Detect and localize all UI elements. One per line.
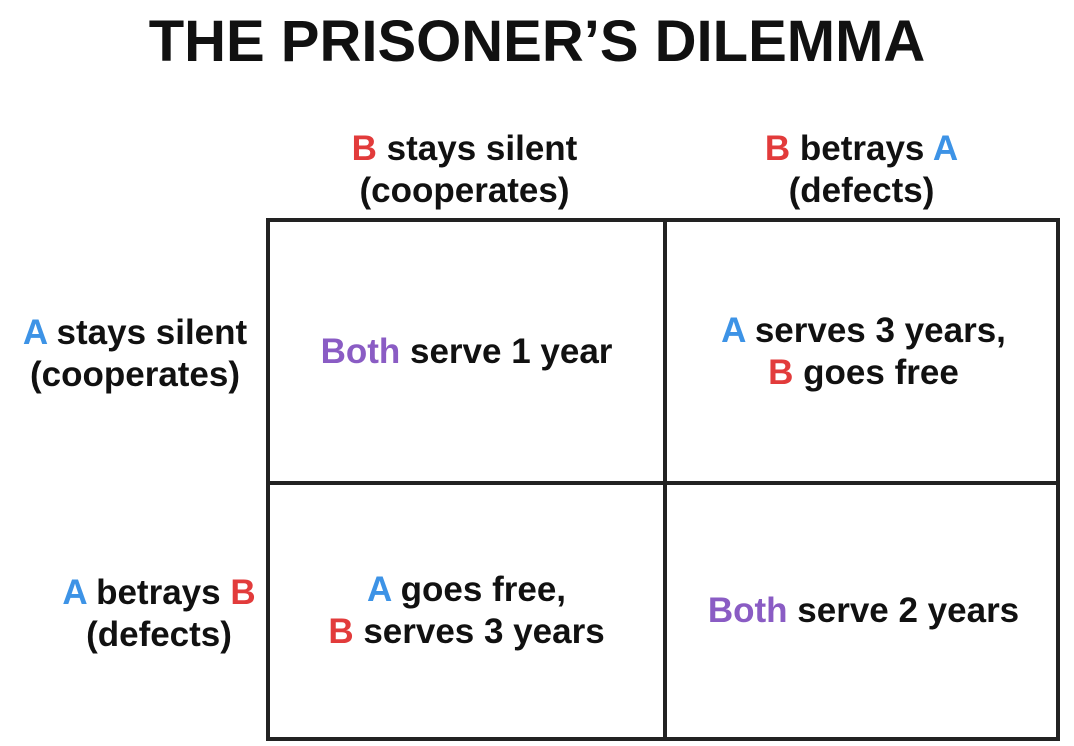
player-b-label: B (764, 129, 791, 168)
header-text: betrays (790, 129, 933, 168)
player-b-label: B (768, 352, 794, 392)
player-a-label: A (22, 313, 47, 352)
cell-outcome-text: serves 3 years, (745, 310, 1006, 350)
column-header-line1: B betrays A (663, 128, 1060, 170)
cell-text-line: Both serve 1 year (321, 331, 613, 373)
column-header-line2: (defects) (788, 171, 935, 210)
player-a-label: A (62, 573, 87, 612)
player-b-label: B (328, 612, 354, 651)
player-a-label: A (366, 570, 391, 609)
row-header-a-betrays: A betrays B (defects) (0, 572, 318, 656)
row-header-a-silent: A stays silent (cooperates) (0, 312, 270, 396)
header-text: betrays (86, 573, 231, 612)
cell-outcome-text: serve 1 year (400, 331, 613, 371)
cell-text-line2: B goes free (721, 352, 1006, 394)
cell-a-silent-b-betrays: A serves 3 years, B goes free (667, 222, 1060, 481)
grid-divider-vertical (663, 222, 667, 737)
cell-both-silent: Both serve 1 year (270, 222, 663, 481)
column-header-b-silent: B stays silent (cooperates) (266, 128, 663, 212)
player-a-label: A (932, 129, 959, 168)
row-header-line2: (defects) (86, 615, 232, 654)
cell-outcome-text: serve 2 years (787, 591, 1020, 630)
cell-text-block: A goes free, B serves 3 years (328, 569, 604, 653)
header-text: stays silent (46, 313, 248, 352)
both-label: Both (707, 591, 788, 630)
row-header-line1: A betrays B (0, 572, 318, 614)
cell-text-line2: B serves 3 years (328, 611, 604, 653)
diagram-title: THE PRISONER’S DILEMMA (148, 9, 926, 74)
cell-outcome-text: serves 3 years (353, 612, 605, 651)
cell-text-line: Both serve 2 years (708, 590, 1019, 632)
cell-outcome-text: goes free, (390, 570, 567, 609)
cell-text-line1: A goes free, (328, 569, 604, 611)
header-text: stays silent (376, 129, 578, 168)
player-a-label: A (721, 310, 746, 350)
column-header-line2: (cooperates) (359, 171, 570, 210)
both-label: Both (320, 331, 401, 371)
row-header-line2: (cooperates) (29, 355, 241, 394)
cell-text-block: A serves 3 years, B goes free (721, 310, 1006, 394)
player-b-label: B (351, 129, 377, 168)
cell-both-betray: Both serve 2 years (667, 485, 1060, 737)
column-header-line1: B stays silent (266, 128, 663, 170)
player-b-label: B (230, 573, 256, 612)
cell-outcome-text: goes free (793, 352, 959, 392)
cell-text-line1: A serves 3 years, (721, 310, 1006, 352)
cell-a-betrays-b-silent: A goes free, B serves 3 years (270, 485, 663, 737)
payoff-matrix: Both serve 1 year A serves 3 years, B go… (266, 218, 1060, 741)
row-header-line1: A stays silent (0, 312, 270, 354)
column-header-b-betrays: B betrays A (defects) (663, 128, 1060, 212)
